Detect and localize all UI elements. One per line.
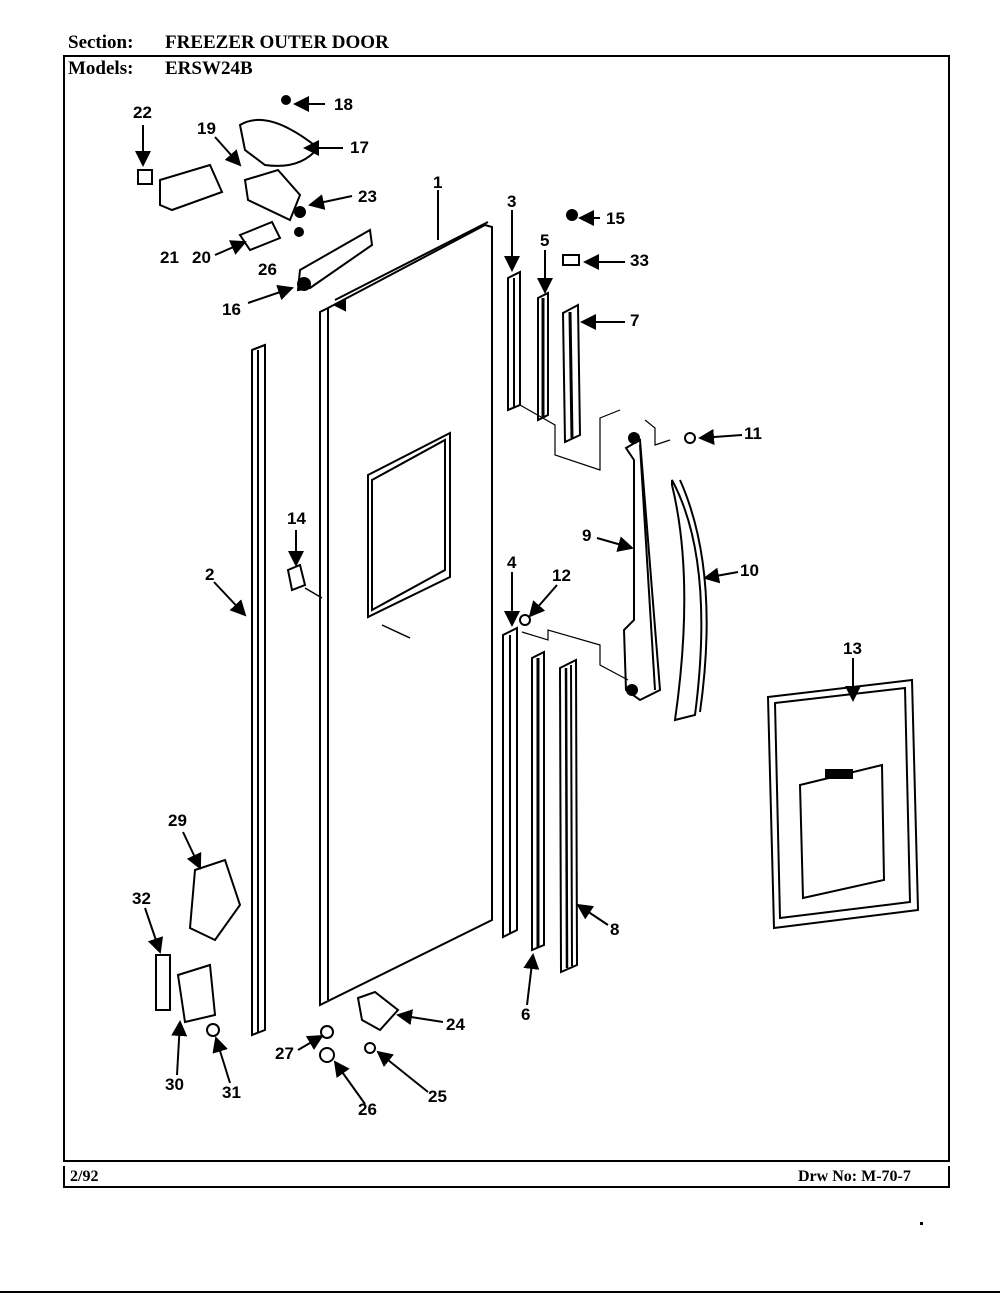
part-label-19: 19 — [197, 119, 216, 138]
part-label-5: 5 — [540, 231, 549, 250]
footer-bar — [63, 1166, 950, 1188]
hinge-top-parts — [137, 95, 374, 292]
trim-part-7 — [561, 303, 582, 444]
panel-part-13 — [766, 678, 920, 930]
part-label-31: 31 — [222, 1083, 241, 1102]
part-label-3: 3 — [507, 192, 516, 211]
part-label-1: 1 — [433, 173, 442, 192]
part-label-25: 25 — [428, 1087, 447, 1106]
drawing-number: Drw No: M-70-7 — [798, 1168, 911, 1185]
part-label-21: 21 — [160, 248, 179, 267]
page-bottom-rule — [0, 1291, 1000, 1293]
part-label-12: 12 — [552, 566, 571, 585]
trim-part-4 — [502, 626, 518, 939]
door-panel-part-1 — [319, 221, 493, 1007]
part-label-22: 22 — [133, 103, 152, 122]
gasket-strip-part-2 — [251, 343, 266, 1037]
hinge-part-29 — [188, 858, 242, 942]
part-label-23: 23 — [358, 187, 377, 206]
part-label-7: 7 — [630, 311, 639, 330]
models-value: ERSW24B — [165, 58, 253, 79]
part-label-16-left: 16 — [222, 300, 241, 319]
trim-part-3 — [507, 270, 521, 412]
part-label-32: 32 — [132, 889, 151, 908]
part-label-18: 18 — [334, 95, 353, 114]
bracket-part-24 — [356, 990, 400, 1032]
part-label-4: 4 — [507, 553, 517, 572]
models-label: Models: — [68, 58, 134, 79]
trim-part-5 — [537, 291, 549, 422]
footer-date: 2/92 — [70, 1168, 99, 1185]
part-label-6: 6 — [521, 1005, 530, 1024]
trim-part-8 — [558, 658, 579, 974]
part-label-15: 15 — [606, 209, 625, 228]
part-label-9: 9 — [582, 526, 591, 545]
part-label-29: 29 — [168, 811, 187, 830]
section-title: FREEZER OUTER DOOR — [165, 32, 389, 53]
part-label-30: 30 — [165, 1075, 184, 1094]
part-label-10: 10 — [740, 561, 759, 580]
part-label-26-bottom: 26 — [358, 1100, 377, 1119]
diagram-frame — [63, 55, 950, 1162]
handle-part-9 — [622, 432, 662, 702]
part-label-11: 11 — [744, 424, 762, 443]
part-label-2: 2 — [205, 565, 214, 584]
bracket-part-14 — [286, 563, 323, 599]
part-label-33: 33 — [630, 251, 649, 270]
part-label-8: 8 — [610, 920, 619, 939]
trim-part-6 — [531, 650, 545, 952]
part-label-13: 13 — [843, 639, 862, 658]
section-label: Section: — [68, 32, 134, 53]
part-label-17: 17 — [350, 138, 369, 157]
part-label-20: 20 — [192, 248, 211, 267]
hinge-part-30 — [155, 954, 217, 1024]
part-label-14: 14 — [287, 509, 306, 528]
handle-trim-part-10 — [671, 479, 708, 722]
part-label-24: 24 — [446, 1015, 465, 1034]
part-label-27: 27 — [275, 1044, 294, 1063]
part-label-26-top: 26 — [258, 260, 277, 279]
stray-mark — [920, 1222, 923, 1225]
